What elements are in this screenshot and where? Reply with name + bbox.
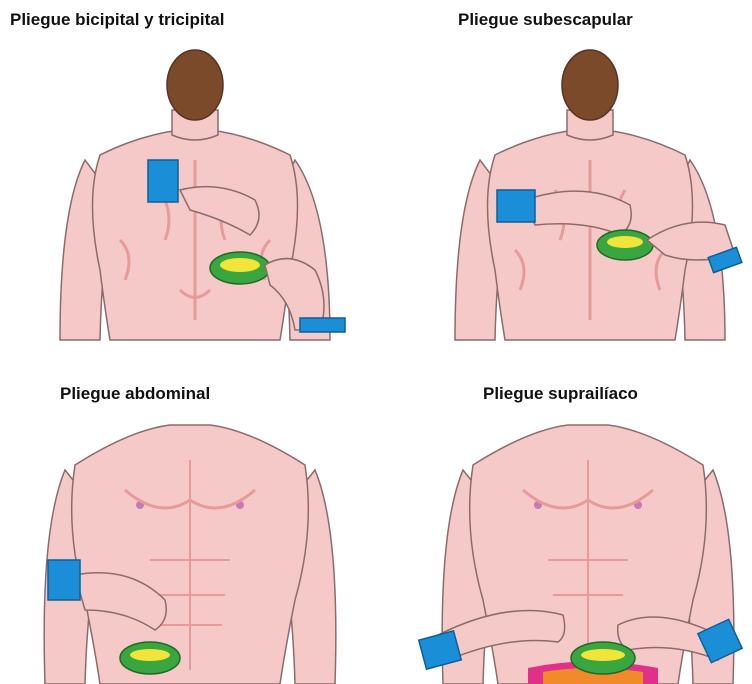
back-figure-subescapular-illustration bbox=[425, 40, 745, 345]
panel-title-subescapular: Pliegue subescapular bbox=[458, 10, 633, 30]
panel-title-suprailiaco: Pliegue suprailíaco bbox=[483, 384, 638, 404]
front-figure-abdominal-illustration bbox=[30, 410, 350, 684]
front-figure-suprailiaco-illustration bbox=[418, 410, 748, 684]
back-figure-bicipital-illustration bbox=[40, 40, 360, 345]
panel-title-abdominal: Pliegue abdominal bbox=[60, 384, 210, 404]
panel-title-bicipital-tricipital: Pliegue bicipital y tricipital bbox=[10, 10, 224, 30]
